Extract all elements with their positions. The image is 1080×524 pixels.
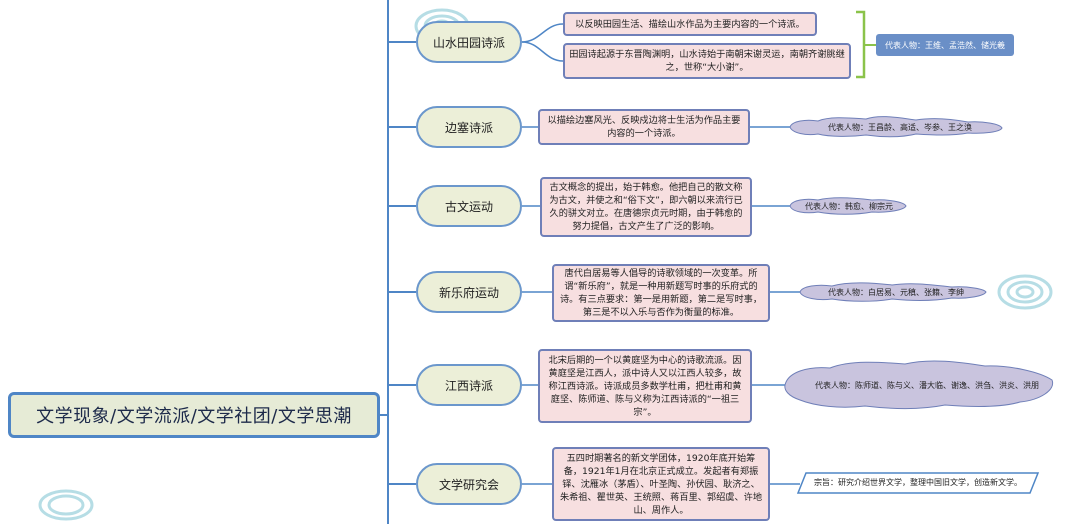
description-text: 以反映田园生活、描绘山水作品为主要内容的一个诗派。 xyxy=(575,18,805,30)
representative-cloud[interactable]: 代表人物：白居易、元稹、张籍、李绅 xyxy=(810,283,982,301)
description-text: 古文概念的提出，始于韩愈。他把自己的散文称为古文，并使之和“俗下文”，即六朝以来… xyxy=(549,182,743,232)
description-box[interactable]: 田园诗起源于东晋陶渊明，山水诗始于南朝宋谢灵运，南朝齐谢朓继之，世称“大小谢”。 xyxy=(563,43,851,79)
representative-text: 代表人物：陈师道、陈与义、潘大临、谢逸、洪刍、洪炎、洪朋 xyxy=(815,380,1039,390)
branch-guwen-yundong[interactable]: 古文运动 xyxy=(416,185,522,227)
description-box[interactable]: 五四时期著名的新文学团体，1920年底开始筹备，1921年1月在北京正式成立。发… xyxy=(552,447,770,521)
purpose-box[interactable]: 宗旨：研究介绍世界文学，整理中国旧文学，创造新文学。 xyxy=(799,472,1037,492)
branch-xin-yuefu-yundong[interactable]: 新乐府运动 xyxy=(416,271,522,313)
representative-text: 代表人物：韩愈、柳宗元 xyxy=(805,201,893,211)
description-text: 五四时期著名的新文学团体，1920年底开始筹备，1921年1月在北京正式成立。发… xyxy=(559,452,763,516)
representative-cloud[interactable]: 代表人物：王昌龄、高适、岑参、王之涣 xyxy=(800,118,1000,136)
representative-text: 代表人物：白居易、元稹、张籍、李绅 xyxy=(828,287,964,297)
watermark-swirl-icon xyxy=(997,274,1053,310)
branch-biansai[interactable]: 边塞诗派 xyxy=(416,106,522,148)
branch-wenxue-yanjiuhui[interactable]: 文学研究会 xyxy=(416,463,522,505)
root-topic[interactable]: 文学现象/文学流派/文学社团/文学思潮 xyxy=(8,392,380,438)
representative-cloud[interactable]: 代表人物：韩愈、柳宗元 xyxy=(794,197,904,215)
description-text: 以描绘边塞风光、反映戍边将士生活为作品主要内容的一个诗派。 xyxy=(547,115,741,139)
description-box[interactable]: 古文概念的提出，始于韩愈。他把自己的散文称为古文，并使之和“俗下文”，即六朝以来… xyxy=(540,177,752,237)
description-box[interactable]: 以描绘边塞风光、反映戍边将士生活为作品主要内容的一个诗派。 xyxy=(538,109,750,145)
representative-text: 代表人物：王维、孟浩然、储光羲 xyxy=(885,40,1005,50)
representative-box[interactable]: 代表人物：王维、孟浩然、储光羲 xyxy=(876,34,1014,56)
description-box[interactable]: 唐代白居易等人倡导的诗歌领域的一次变革。所谓“新乐府”，就是一种用新题写时事的乐… xyxy=(552,264,770,322)
branch-jiangxi-shipai[interactable]: 江西诗派 xyxy=(416,364,522,406)
description-text: 田园诗起源于东晋陶渊明，山水诗始于南朝宋谢灵运，南朝齐谢朓继之，世称“大小谢”。 xyxy=(569,49,845,73)
watermark-swirl-icon xyxy=(38,489,94,521)
description-text: 北宋后期的一个以黄庭坚为中心的诗歌流派。因黄庭坚是江西人，派中诗人又以江西人较多… xyxy=(548,354,742,418)
purpose-text: 宗旨：研究介绍世界文学，整理中国旧文学，创造新文学。 xyxy=(814,477,1022,487)
representative-cloud[interactable]: 代表人物：陈师道、陈与义、潘大临、谢逸、洪刍、洪炎、洪朋 xyxy=(812,370,1042,400)
representative-text: 代表人物：王昌龄、高适、岑参、王之涣 xyxy=(828,122,972,132)
branch-shanshui-tianyuan[interactable]: 山水田园诗派 xyxy=(416,21,522,63)
description-box[interactable]: 以反映田园生活、描绘山水作品为主要内容的一个诗派。 xyxy=(563,12,817,36)
description-text: 唐代白居易等人倡导的诗歌领域的一次变革。所谓“新乐府”，就是一种用新题写时事的乐… xyxy=(559,268,763,318)
description-box[interactable]: 北宋后期的一个以黄庭坚为中心的诗歌流派。因黄庭坚是江西人，派中诗人又以江西人较多… xyxy=(538,349,752,423)
